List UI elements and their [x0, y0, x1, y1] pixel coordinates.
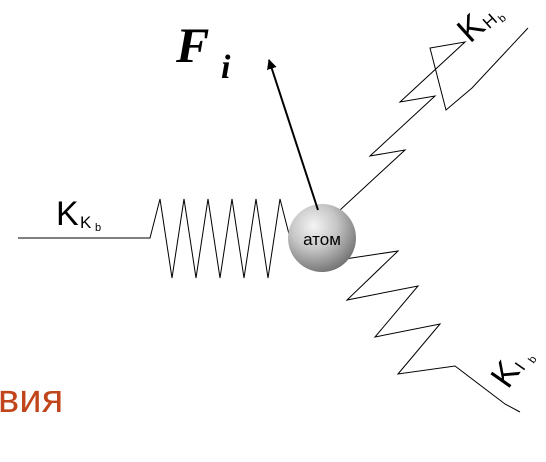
left-spring-sub: K — [80, 213, 92, 232]
lower-right-spring — [324, 250, 521, 413]
left-spring-main: K — [56, 195, 79, 233]
upper-right-spring — [339, 27, 529, 221]
lower-spring-main: K — [483, 354, 527, 395]
atom-label: атом — [303, 230, 341, 249]
force-subscript: i — [221, 49, 231, 86]
left-spring — [18, 198, 300, 279]
force-label: F i — [175, 17, 231, 86]
force-arrow — [267, 59, 319, 211]
partial-caption: вия — [0, 377, 63, 421]
lower-spring-label: K I b — [483, 354, 539, 395]
left-spring-sub2: b — [95, 222, 101, 234]
force-symbol: F — [175, 17, 209, 73]
left-spring-label: K K b — [56, 195, 101, 234]
lower-spring-sub2: b — [526, 354, 539, 366]
atom: атом — [288, 204, 356, 272]
